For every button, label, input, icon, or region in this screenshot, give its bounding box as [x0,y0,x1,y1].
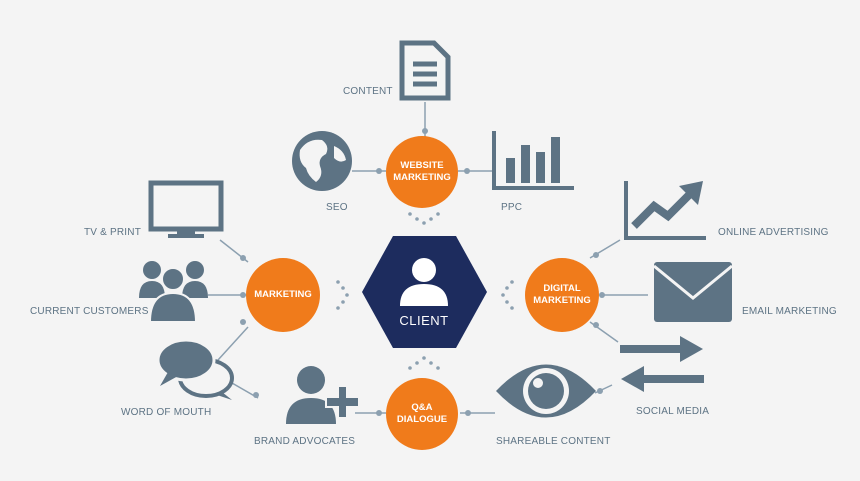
digital-marketing-hub[interactable]: DIGITAL MARKETING [525,258,599,332]
user-icon [400,258,448,306]
globe-icon [292,131,352,191]
client-label: CLIENT [399,313,449,328]
exchange-arrows-icon [620,336,704,392]
content-label: CONTENT [343,86,393,97]
arrow-dots [336,212,514,370]
marketing-hub[interactable]: MARKETING [246,258,320,332]
monitor-icon [148,180,224,238]
tv-print-label: TV & PRINT [84,227,142,238]
add-user-icon [286,366,360,424]
group-icon [139,261,208,323]
current-customers-label: CURRENT CUSTOMERS [30,306,149,317]
online-advertising-label: ONLINE ADVERTISING [718,227,829,238]
connector-dots [240,128,605,416]
document-icon [399,40,451,101]
social-media-label: SOCIAL MEDIA [636,406,710,417]
bar-chart-icon [492,131,574,190]
shareable-content-label: SHAREABLE CONTENT [496,436,611,447]
eye-icon [496,364,596,418]
email-marketing-label: EMAIL MARKETING [742,306,837,317]
qa-dialogue-hub[interactable]: Q&A DIALOGUE [386,378,458,450]
word-of-mouth-label: WORD OF MOUTH [121,407,212,418]
seo-label: SEO [326,202,348,213]
website-marketing-hub[interactable]: WEBSITE MARKETING [386,136,458,208]
speech-bubbles-icon [156,338,234,400]
envelope-icon [653,262,733,322]
trend-up-icon [624,181,706,240]
ppc-label: PPC [501,202,523,213]
brand-advocates-label: BRAND ADVOCATES [254,436,356,447]
